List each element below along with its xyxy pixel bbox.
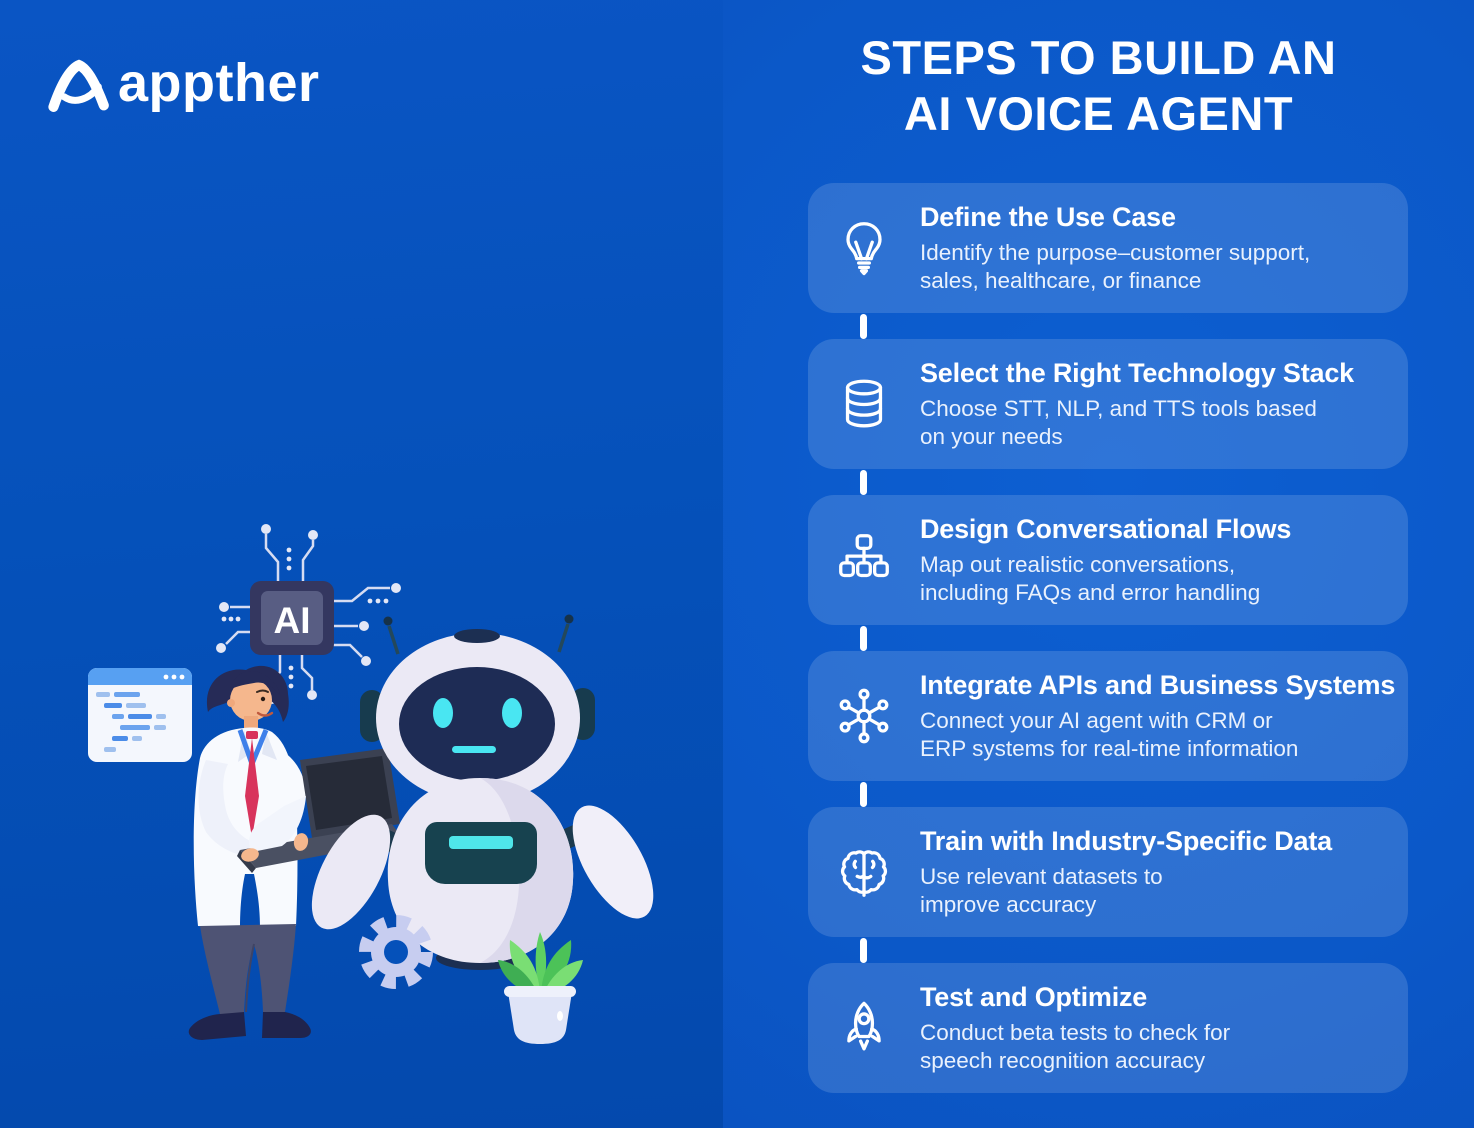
step-connector bbox=[808, 625, 1408, 651]
steps-list: Define the Use Case Identify the purpose… bbox=[808, 183, 1408, 1093]
code-lines bbox=[96, 692, 166, 752]
page-title-line2: AI VOICE AGENT bbox=[903, 87, 1294, 140]
step-title: Design Conversational Flows bbox=[920, 514, 1292, 544]
robot bbox=[311, 614, 654, 970]
lightbulb-icon bbox=[808, 217, 920, 279]
step-connector bbox=[808, 469, 1408, 495]
step-card-6: Test and Optimize Conduct beta tests to … bbox=[808, 963, 1408, 1093]
rocket-icon bbox=[808, 997, 920, 1059]
flowchart-icon bbox=[808, 529, 920, 591]
brand-logo: appther bbox=[48, 56, 320, 116]
step-title: Define the Use Case bbox=[920, 202, 1176, 232]
step-title: Integrate APIs and Business Systems bbox=[920, 670, 1396, 700]
brain-icon bbox=[808, 841, 920, 903]
step-card-3: Design Conversational Flows Map out real… bbox=[808, 495, 1408, 625]
step-description: Connect your AI agent with CRM or ERP sy… bbox=[920, 708, 1299, 761]
step-connector bbox=[808, 313, 1408, 339]
network-hub-icon bbox=[808, 685, 920, 747]
browser-window bbox=[88, 668, 192, 762]
step-description: Use relevant datasets to improve accurac… bbox=[920, 864, 1163, 917]
right-content-panel: STEPS TO BUILD AN AI VOICE AGENT Define … bbox=[723, 0, 1474, 1128]
page-title: STEPS TO BUILD AN AI VOICE AGENT bbox=[723, 30, 1474, 142]
circuit-traces bbox=[216, 524, 401, 704]
step-card-4: Integrate APIs and Business Systems Conn… bbox=[808, 651, 1408, 781]
stylized-a-icon bbox=[48, 59, 109, 112]
database-icon bbox=[808, 373, 920, 435]
plant bbox=[498, 932, 583, 1044]
step-connector bbox=[808, 781, 1408, 807]
chip-label: AI bbox=[274, 600, 311, 641]
step-description: Choose STT, NLP, and TTS tools based on … bbox=[920, 396, 1317, 449]
gear-icon bbox=[359, 915, 433, 989]
step-description: Map out realistic conversations, includi… bbox=[920, 552, 1261, 605]
step-title: Test and Optimize bbox=[920, 982, 1148, 1012]
step-title: Train with Industry-Specific Data bbox=[920, 826, 1332, 856]
step-description: Conduct beta tests to check for speech r… bbox=[920, 1020, 1231, 1073]
step-description: Identify the purpose–customer support, s… bbox=[920, 240, 1311, 293]
brand-wordmark: appther bbox=[118, 53, 320, 113]
step-card-2: Select the Right Technology Stack Choose… bbox=[808, 339, 1408, 469]
illustration: AI bbox=[88, 524, 654, 1044]
step-title: Select the Right Technology Stack bbox=[920, 358, 1354, 388]
page-title-line1: STEPS TO BUILD AN bbox=[860, 31, 1337, 84]
step-card-1: Define the Use Case Identify the purpose… bbox=[808, 183, 1408, 313]
step-connector bbox=[808, 937, 1408, 963]
ai-chip: AI bbox=[250, 581, 334, 655]
left-illustration-panel: appther AI bbox=[0, 0, 723, 1128]
step-card-5: Train with Industry-Specific Data Use re… bbox=[808, 807, 1408, 937]
